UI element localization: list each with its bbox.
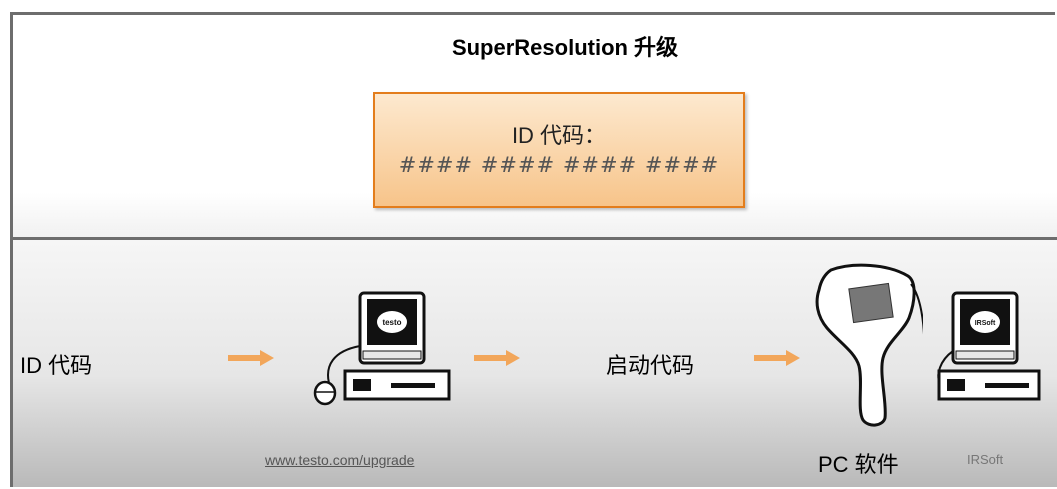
monitor-logo-testo: testo <box>382 318 401 327</box>
software-name: IRSoft <box>967 452 1004 467</box>
arrow-right-icon <box>754 350 800 366</box>
upgrade-url[interactable]: www.testo.com/upgrade <box>265 452 415 468</box>
monitor-logo-irsoft: IRSoft <box>975 320 996 327</box>
arrow-right-icon <box>228 350 274 366</box>
id-code-box-label: ID 代码： <box>511 123 607 148</box>
id-code-placeholder: #### #### #### #### <box>398 153 720 177</box>
computer-with-mouse-icon: testo <box>313 291 451 406</box>
diagram-frame <box>10 12 1055 487</box>
thermal-camera-icon <box>815 263 923 427</box>
arrow-right-icon <box>474 350 520 366</box>
id-code-box: ID 代码： #### #### #### #### <box>373 92 745 208</box>
diagram-title: SuperResolution 升级 <box>451 35 679 60</box>
panel-divider <box>10 237 1057 240</box>
flow-step-start-code: 启动代码 <box>606 353 695 378</box>
flow-step-pc-software: PC 软件 <box>818 452 899 477</box>
flow-step-id-code: ID 代码 <box>20 353 93 378</box>
computer-icon: IRSoft <box>937 291 1041 401</box>
